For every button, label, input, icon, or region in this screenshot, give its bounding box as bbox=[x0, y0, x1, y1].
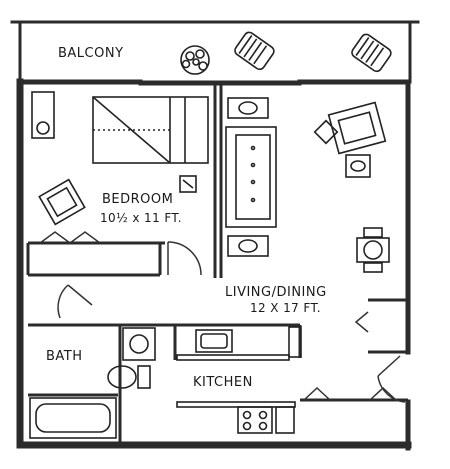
balcony-label: BALCONY bbox=[58, 46, 124, 61]
exterior-walls bbox=[10, 20, 420, 451]
kitchen-sink-icon bbox=[195, 329, 233, 353]
side-table-icon bbox=[313, 119, 339, 145]
plant-icon bbox=[180, 45, 210, 75]
living-dining-size-label: 12 X 17 FT. bbox=[250, 301, 321, 315]
bath-fixtures bbox=[29, 327, 156, 439]
nightstand-lamp-icon bbox=[31, 91, 55, 139]
bed-icon bbox=[92, 96, 209, 164]
door-swings bbox=[39, 231, 406, 403]
vanity-sink-icon bbox=[122, 327, 156, 361]
end-table-icon bbox=[227, 97, 269, 119]
toilet-icon bbox=[107, 365, 151, 389]
living-furniture bbox=[225, 97, 390, 273]
stove-icon bbox=[237, 406, 273, 434]
nightstand-icon bbox=[179, 175, 197, 193]
dining-table-icon bbox=[356, 227, 390, 273]
bathtub-icon bbox=[29, 397, 117, 439]
balcony-furniture bbox=[180, 31, 392, 75]
bedroom-furniture bbox=[31, 91, 209, 226]
bath-label: BATH bbox=[46, 349, 83, 364]
living-dining-label: LIVING/DINING bbox=[225, 285, 327, 300]
ottoman-icon bbox=[345, 154, 371, 178]
bedroom-size-label: 10½ x 11 FT. bbox=[100, 211, 182, 225]
armchair-icon bbox=[38, 178, 86, 226]
kitchen-fixtures bbox=[176, 326, 302, 434]
lower-counter bbox=[176, 401, 296, 408]
armchair-icon bbox=[327, 101, 387, 155]
lounge-chair-icon bbox=[351, 33, 392, 73]
interior-walls bbox=[26, 84, 408, 445]
bedroom-label: BEDROOM bbox=[102, 192, 173, 207]
upper-counter bbox=[176, 354, 290, 361]
refrigerator-icon bbox=[288, 326, 302, 358]
dishwasher-icon bbox=[275, 406, 295, 434]
kitchen-label: KITCHEN bbox=[193, 375, 253, 390]
end-table-icon bbox=[227, 235, 269, 257]
lounge-chair-icon bbox=[234, 31, 275, 71]
sofa-icon bbox=[225, 126, 277, 228]
